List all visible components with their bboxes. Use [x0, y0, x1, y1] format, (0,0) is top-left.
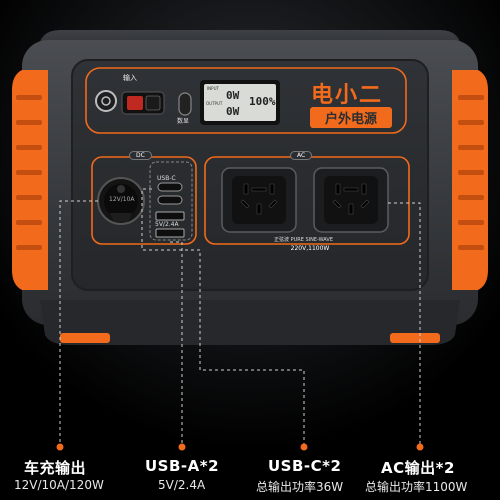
- car-socket-rating: 12V/10A: [109, 196, 135, 203]
- callout-ac-subtitle: 总输出功率1100W: [365, 480, 468, 494]
- lcd-output-value: 0W: [226, 105, 240, 118]
- callout-ac-title: AC输出*2: [381, 459, 455, 477]
- lcd-screen: [204, 84, 276, 121]
- dc-badge: DC: [129, 151, 152, 160]
- power-button[interactable]: [95, 90, 117, 112]
- usb-c-label: USB-C: [157, 175, 176, 182]
- device-base: [40, 300, 460, 345]
- callout-usb-a-subtitle: 5V/2.4A: [158, 478, 206, 492]
- callout-dot-ac: [416, 443, 424, 451]
- input-port-red: [127, 96, 143, 110]
- callout-dot-usb-c: [300, 443, 308, 451]
- left-side-grip: [12, 70, 48, 290]
- callout-lines: [59, 188, 421, 445]
- car-socket-pin: [117, 185, 125, 193]
- callout-dot-usb-a: [178, 443, 186, 451]
- car-socket-inner: [104, 184, 138, 218]
- car-socket-cap: [110, 213, 132, 222]
- pure-sine-label: 正弦波 PURE SINE-WAVE: [274, 237, 333, 243]
- callout-usb-a-title: USB-A*2: [145, 457, 220, 475]
- callout-car-subtitle: 12V/10A/120W: [14, 478, 104, 492]
- ac-badge: AC: [290, 151, 313, 160]
- input-label: 输入: [123, 74, 137, 82]
- top-control-outline: [85, 67, 407, 134]
- right-side-grip: [452, 70, 488, 290]
- brand-subtitle: 户外电源: [310, 107, 392, 128]
- lcd-input-label: INPUT: [207, 86, 219, 91]
- usb-a-rating-label: 5V/2.4A: [155, 221, 179, 228]
- ac-outlet-1-holes: [240, 183, 278, 215]
- foot-left: [60, 333, 110, 343]
- callout-usb-c-subtitle: 总输出功率36W: [256, 480, 344, 494]
- callout-car-title: 车充输出: [24, 459, 87, 477]
- ac-rating-label: 220V,1100W: [290, 245, 330, 252]
- lcd-output-label: OUTPUT: [206, 101, 223, 106]
- callout-usb-c-title: USB-C*2: [268, 457, 342, 475]
- ac-outlet-2-holes: [332, 183, 370, 215]
- right-grip-ridges: [458, 95, 484, 250]
- left-grip-ridges: [16, 95, 42, 250]
- usb-a-port-1: [155, 211, 185, 221]
- display-button-label: 数显: [177, 118, 190, 125]
- callout-dot-car: [56, 443, 64, 451]
- lcd-input-value: 0W: [226, 89, 240, 102]
- usb-c-port-1: [157, 182, 183, 192]
- usb-group-outline: [149, 161, 193, 241]
- foot-right: [390, 333, 440, 343]
- display-button[interactable]: [178, 92, 192, 116]
- power-icon: [101, 96, 111, 106]
- brand-title: 电小二: [311, 83, 384, 108]
- ac-outlet-2-face: [324, 176, 378, 224]
- usb-c-port-2: [157, 195, 183, 205]
- input-port-black: [145, 95, 161, 111]
- usb-a-port-2: [155, 228, 185, 238]
- lcd-battery-value: 100%: [249, 95, 276, 108]
- ac-outlet-1-face: [232, 176, 286, 224]
